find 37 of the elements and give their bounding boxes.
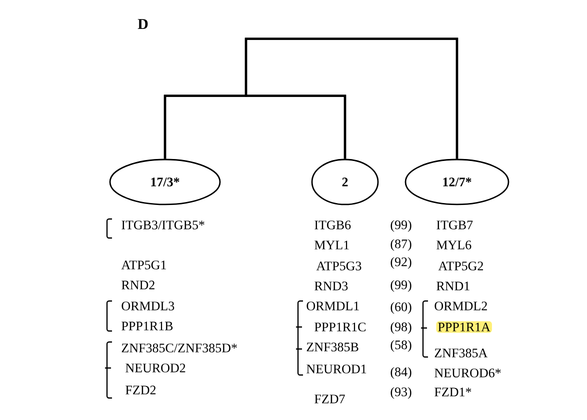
bootstrap-value: (99) <box>390 220 412 232</box>
gene-label: FZD1* <box>434 388 472 396</box>
gene-label: ITGB6 <box>314 220 351 230</box>
bootstrap-value: (84) <box>390 367 412 379</box>
bootstrap-value: (87) <box>390 239 412 251</box>
gene-label: ZNF385C/ZNF385D* <box>122 344 237 352</box>
gene-label: NEUROD2 <box>126 364 186 372</box>
bootstrap-value: (60) <box>390 302 412 314</box>
bootstrap-value: (92) <box>390 257 412 269</box>
gene-label: PPP1R1C <box>314 322 366 332</box>
gene-label: ORMDL2 <box>434 302 487 310</box>
gene-label: NEUROD6* <box>434 368 501 378</box>
gene-label: RND1 <box>436 282 470 290</box>
panel-letter: D <box>138 19 148 29</box>
gene-label: PPP1R1B <box>122 322 173 330</box>
gene-label: ITGB7 <box>436 220 473 230</box>
bootstrap-value: (58) <box>390 340 412 352</box>
bootstrap-value: (98) <box>390 322 412 334</box>
dendrogram-branch <box>244 38 458 159</box>
gene-label: RND2 <box>122 280 154 290</box>
gene-label: NEUROD1 <box>306 364 366 374</box>
gene-label: MYL1 <box>314 240 349 250</box>
gene-label: FZD2 <box>126 386 156 394</box>
gene-label: ATP5G2 <box>438 262 483 270</box>
gene-label: ZNF385B <box>306 342 358 352</box>
bootstrap-value: (93) <box>390 387 412 399</box>
gene-label: FZD7 <box>314 394 345 404</box>
gene-label: ITGB3/ITGB5* <box>122 220 204 230</box>
gene-label: ORMDL3 <box>122 302 174 310</box>
gene-label: ATP5G3 <box>316 262 362 270</box>
gene-label: MYL6 <box>436 240 472 250</box>
gene-label: ZNF385A <box>434 348 488 358</box>
gene-label: RND3 <box>314 282 348 290</box>
gene-label: ATP5G1 <box>121 260 166 270</box>
bootstrap-value: (99) <box>390 280 412 292</box>
gene-label: ORMDL1 <box>306 302 359 310</box>
highlighted-label: PPP1R1A <box>436 321 492 333</box>
